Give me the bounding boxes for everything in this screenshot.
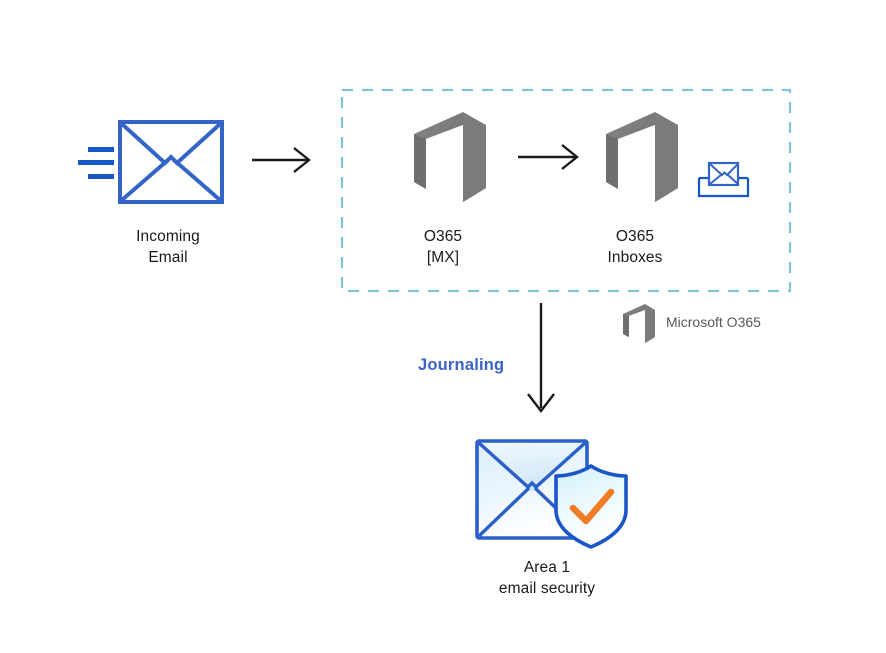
office365-icon-inboxes xyxy=(606,112,678,202)
legend-label-microsoft-o365: Microsoft O365 xyxy=(666,314,761,330)
label-o365-mx: O365 [MX] xyxy=(423,228,463,266)
office365-icon-legend xyxy=(623,304,655,343)
arrow-down-icon xyxy=(527,303,555,413)
incoming-email-envelope-icon xyxy=(118,120,224,204)
office365-icon-mx xyxy=(414,112,486,202)
label-o365-inboxes: O365 Inboxes xyxy=(607,228,663,266)
speed-lines-icon xyxy=(78,147,114,179)
secure-email-shield-icon xyxy=(475,439,628,549)
microsoft-o365-boundary xyxy=(340,88,792,293)
label-area1-email-security: Area 1 email security xyxy=(498,559,596,597)
label-journaling: Journaling xyxy=(418,356,505,374)
inbox-tray-icon xyxy=(697,161,750,198)
label-incoming-email: Incoming Email xyxy=(136,228,200,266)
arrow-right-icon-2 xyxy=(518,144,579,170)
arrow-right-icon-1 xyxy=(252,147,311,173)
